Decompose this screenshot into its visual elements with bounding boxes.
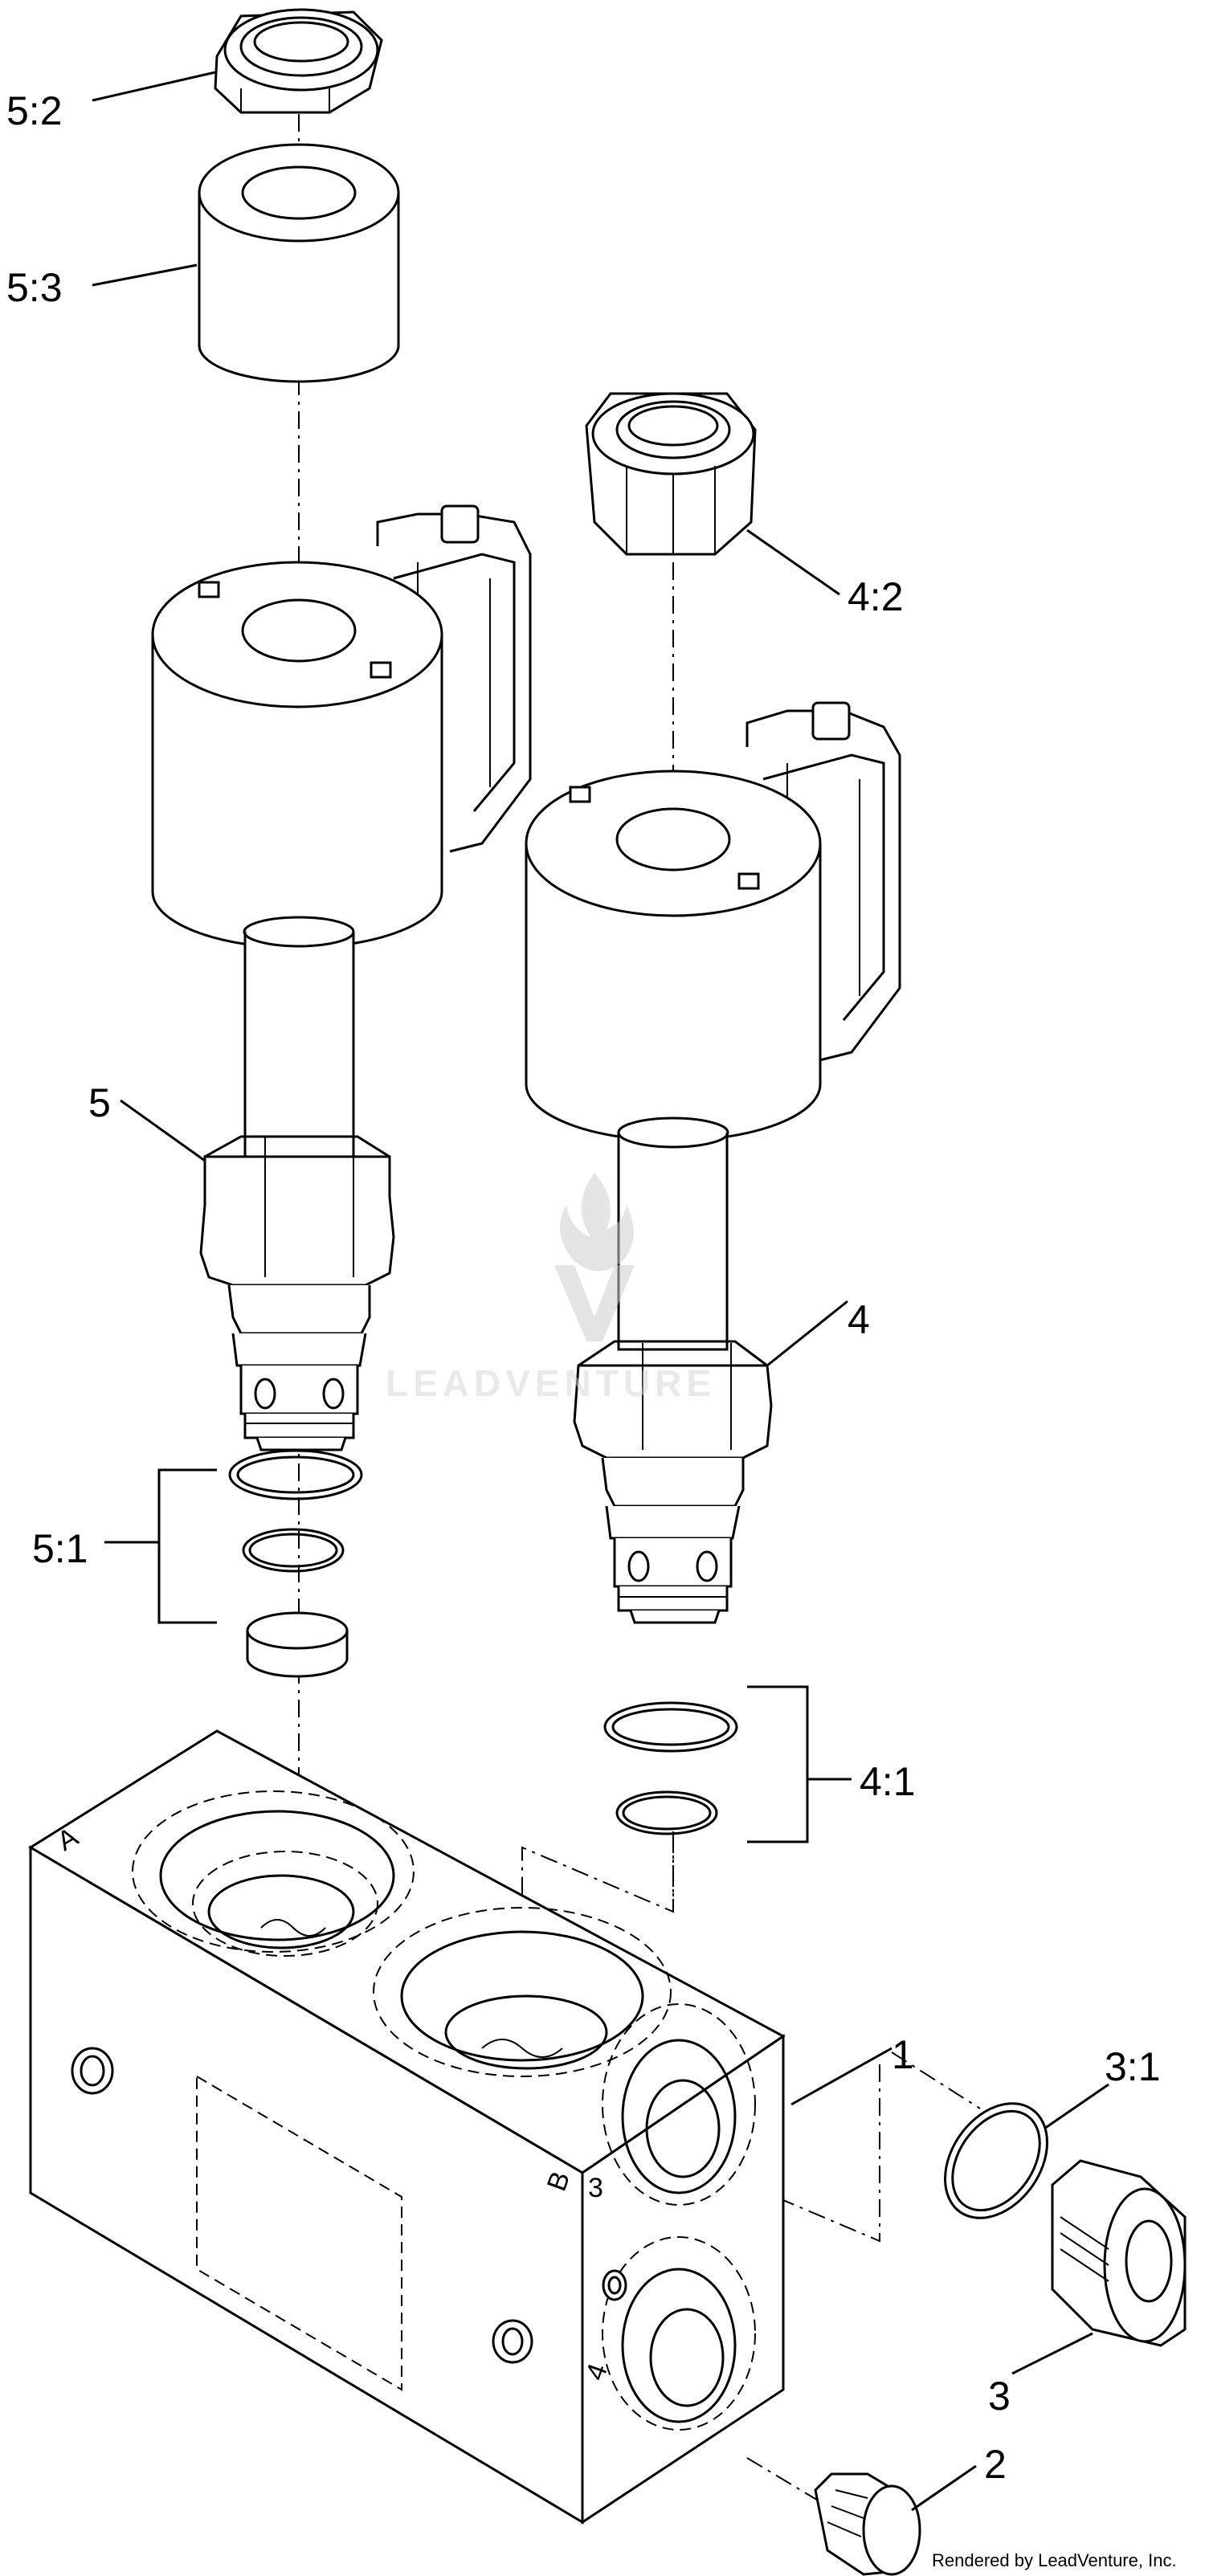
part-4-valve-cartridge	[573, 1340, 773, 1624]
callout-5-1: 5:1	[32, 1526, 88, 1571]
callout-5-3: 5:3	[6, 265, 63, 310]
part-3-plug	[1051, 2159, 1187, 2347]
callout-4-1: 4:1	[860, 1759, 916, 1804]
part-4-1-o-rings	[603, 1701, 738, 1835]
watermark-text: LEADVENTURE	[386, 1362, 716, 1404]
part-5-2-nut	[214, 8, 383, 114]
callout-3-1: 3:1	[1105, 2044, 1161, 2089]
callout-2: 2	[984, 2442, 1007, 2487]
part-5-solenoid-coil	[151, 504, 532, 1166]
footer-credit: Rendered by LeadVenture, Inc.	[932, 2550, 1177, 2570]
callout-5: 5	[88, 1080, 111, 1125]
brackets	[104, 1468, 852, 1843]
callout-4: 4	[848, 1297, 870, 1342]
part-3-1-o-ring	[944, 2102, 1048, 2219]
part-4-solenoid-coil	[525, 701, 901, 1351]
callout-labels: 5:2 5:3 4:2 5 4 5:1 4:1 1 3:1 3 2	[6, 88, 1161, 2487]
leader-lines	[92, 71, 1109, 2512]
callout-4-2: 4:2	[848, 574, 904, 619]
callout-1: 1	[892, 2032, 914, 2077]
part-4-2-nut	[585, 392, 757, 556]
part-5-1-o-rings	[228, 1449, 363, 1678]
port-label-3: 3	[588, 2173, 603, 2203]
part-1-manifold-block: A B 3 4	[28, 1729, 786, 2525]
part-5-3-spacer	[198, 143, 400, 383]
callout-5-2: 5:2	[6, 88, 63, 133]
part-5-valve-cartridge	[199, 1135, 395, 1451]
callout-3: 3	[988, 2374, 1011, 2419]
part-2-plug	[814, 2472, 921, 2576]
watermark: LEADVENTURE	[386, 1173, 716, 1404]
